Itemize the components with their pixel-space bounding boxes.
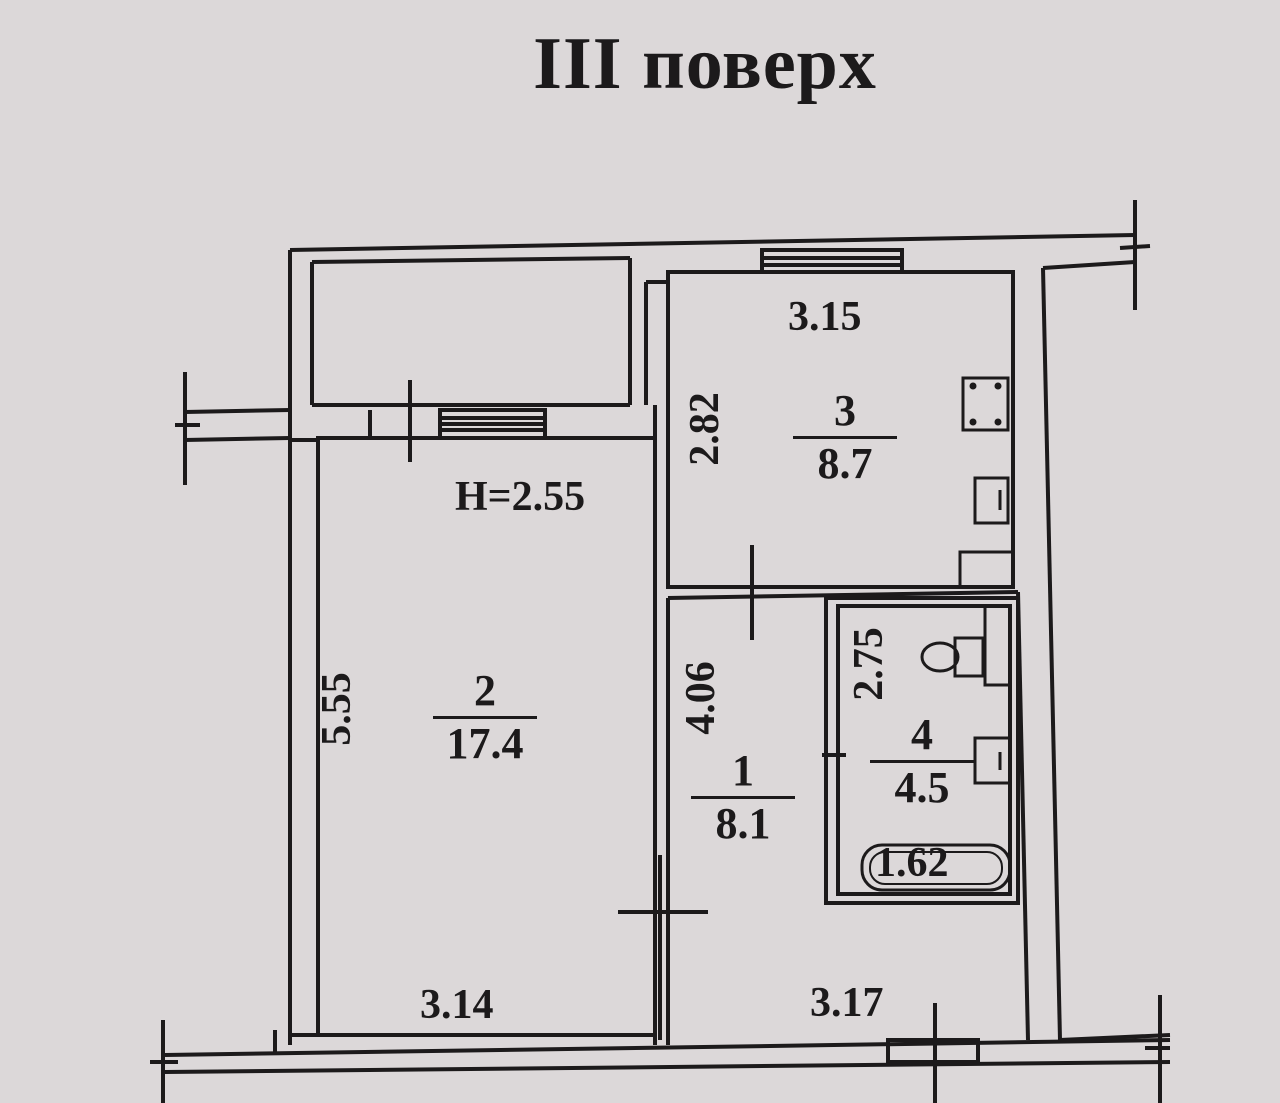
room-3-area: 8.7: [793, 436, 897, 487]
room-4-area: 4.5: [870, 760, 974, 811]
room-2-length-label: 5.55: [313, 672, 360, 746]
room-2-width-label: 3.14: [420, 982, 494, 1028]
height-label: H=2.55: [455, 474, 586, 520]
room-3-number: 3: [834, 386, 856, 435]
room-3-length-label: 2.82: [681, 392, 728, 466]
outer-walls: [164, 233, 1171, 1074]
room-2-walls: [290, 380, 657, 1045]
room-2-label: 2 17.4: [415, 666, 555, 767]
room-4-length-label: 2.75: [845, 627, 892, 701]
room-1-area: 8.1: [691, 796, 795, 847]
room-4-number: 4: [911, 710, 933, 759]
room-1-width-label: 3.17: [810, 980, 884, 1026]
room-2-number: 2: [474, 666, 496, 715]
room-1-number: 1: [732, 746, 754, 795]
floor-title: III поверх: [533, 23, 877, 105]
room-3-label: 3 8.7: [775, 386, 915, 487]
room-2-area: 17.4: [433, 716, 537, 767]
room-4-walls: [822, 596, 1020, 905]
room-1-walls: [618, 590, 1030, 1064]
dimension-ticks: [150, 200, 1170, 1103]
room-1-length-label: 4.06: [677, 661, 724, 735]
room-1-label: 1 8.1: [673, 746, 813, 847]
room-4-label: 4 4.5: [852, 710, 992, 811]
room-3-width-label: 3.15: [788, 294, 862, 340]
room-3-walls: [644, 248, 1015, 640]
bath-length-label: 1.62: [875, 840, 949, 886]
